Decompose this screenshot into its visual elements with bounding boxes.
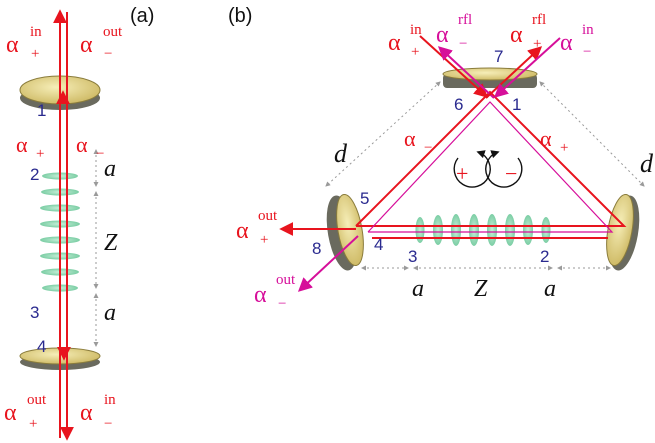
svg-text:out: out	[27, 392, 47, 408]
distance-a-bottom: a	[104, 300, 116, 326]
alpha-plus-out-a: α out +	[4, 392, 47, 432]
svg-text:α: α	[510, 22, 523, 48]
svg-text:α: α	[254, 282, 267, 308]
position-7-b: 7	[494, 47, 503, 66]
distance-a-left-b: a	[412, 276, 424, 302]
position-3-b: 3	[408, 247, 417, 266]
ring-beams-b	[355, 90, 627, 239]
svg-text:α: α	[80, 400, 93, 426]
panel-a: (a)	[4, 5, 154, 441]
svg-text:−: −	[96, 146, 104, 162]
svg-text:α: α	[6, 32, 19, 58]
panel-b-label: (b)	[228, 5, 252, 27]
svg-text:+: +	[533, 36, 541, 52]
position-5-b: 5	[360, 189, 369, 208]
position-8-b: 8	[312, 239, 321, 258]
alpha-plus-in-b: α in +	[388, 22, 422, 60]
svg-text:+: +	[36, 146, 44, 162]
alpha-minus-out-b: α out −	[254, 272, 296, 312]
svg-text:α: α	[80, 32, 93, 58]
alpha-plus-in-a: α in +	[6, 24, 42, 62]
svg-text:in: in	[582, 22, 594, 38]
atom-cloud-b	[415, 214, 551, 246]
position-3-a: 3	[30, 303, 39, 322]
circulation-plus: +	[453, 150, 491, 188]
svg-text:α: α	[404, 126, 416, 151]
position-1-a: 1	[37, 101, 46, 120]
alpha-plus-ring-b: α +	[540, 126, 568, 156]
svg-text:+: +	[411, 44, 419, 60]
svg-text:α: α	[236, 218, 249, 244]
svg-text:out: out	[103, 24, 123, 40]
svg-text:−: −	[505, 161, 517, 186]
position-1-b: 1	[512, 95, 521, 114]
position-4-a: 4	[37, 337, 46, 356]
position-4-b: 4	[374, 235, 383, 254]
svg-text:α: α	[388, 30, 401, 56]
distance-d-right: d	[640, 149, 654, 178]
svg-text:−: −	[104, 46, 112, 62]
panel-a-label: (a)	[130, 5, 154, 27]
svg-text:+: +	[260, 232, 268, 248]
svg-text:+: +	[31, 46, 39, 62]
svg-text:α: α	[560, 30, 573, 56]
svg-text:out: out	[258, 208, 278, 224]
mirror-right-b	[606, 193, 640, 271]
svg-text:α: α	[540, 126, 552, 151]
position-2-b: 2	[540, 247, 549, 266]
position-6-b: 6	[454, 95, 463, 114]
svg-text:−: −	[278, 296, 286, 312]
svg-text:α: α	[4, 400, 17, 426]
alpha-plus-rfl-b: α rfl +	[510, 12, 546, 52]
alpha-minus-ring-b: α −	[404, 126, 432, 156]
distance-z-b: Z	[474, 276, 488, 302]
beam-alpha-minus-rfl-b	[437, 46, 495, 99]
svg-text:in: in	[30, 24, 42, 40]
beam-alpha-minus-out-b	[297, 235, 359, 292]
beam-alpha-minus-in-b	[493, 37, 561, 98]
distance-a-right-b: a	[544, 276, 556, 302]
svg-text:α: α	[436, 22, 449, 48]
alpha-minus-in-a: α in −	[80, 392, 116, 432]
alpha-plus-mid-a: α +	[16, 132, 44, 162]
panel-b: (b)	[228, 5, 654, 312]
svg-text:+: +	[560, 140, 568, 156]
beam-alpha-plus-in-b	[419, 35, 489, 98]
svg-text:−: −	[583, 44, 591, 60]
circulation-minus: −	[485, 150, 523, 188]
svg-text:in: in	[104, 392, 116, 408]
distance-z: Z	[104, 230, 118, 256]
svg-text:+: +	[29, 416, 37, 432]
alpha-minus-rfl-b: α rfl −	[436, 12, 472, 52]
svg-text:−: −	[459, 36, 467, 52]
alpha-minus-mid-a: α −	[76, 132, 104, 162]
svg-text:rfl: rfl	[458, 12, 472, 28]
alpha-minus-out-a: α out −	[80, 24, 123, 62]
svg-text:α: α	[16, 132, 28, 157]
svg-text:out: out	[276, 272, 296, 288]
svg-text:+: +	[456, 161, 468, 186]
alpha-plus-out-b: α out +	[236, 208, 278, 248]
svg-text:−: −	[104, 416, 112, 432]
svg-text:α: α	[76, 132, 88, 157]
svg-text:rfl: rfl	[532, 12, 546, 28]
distance-d-left: d	[334, 139, 348, 168]
svg-text:in: in	[410, 22, 422, 38]
position-2-a: 2	[30, 165, 39, 184]
svg-text:−: −	[424, 140, 432, 156]
distance-guides-b	[325, 81, 645, 271]
alpha-minus-in-b: α in −	[560, 22, 594, 60]
distance-a-top: a	[104, 156, 116, 182]
